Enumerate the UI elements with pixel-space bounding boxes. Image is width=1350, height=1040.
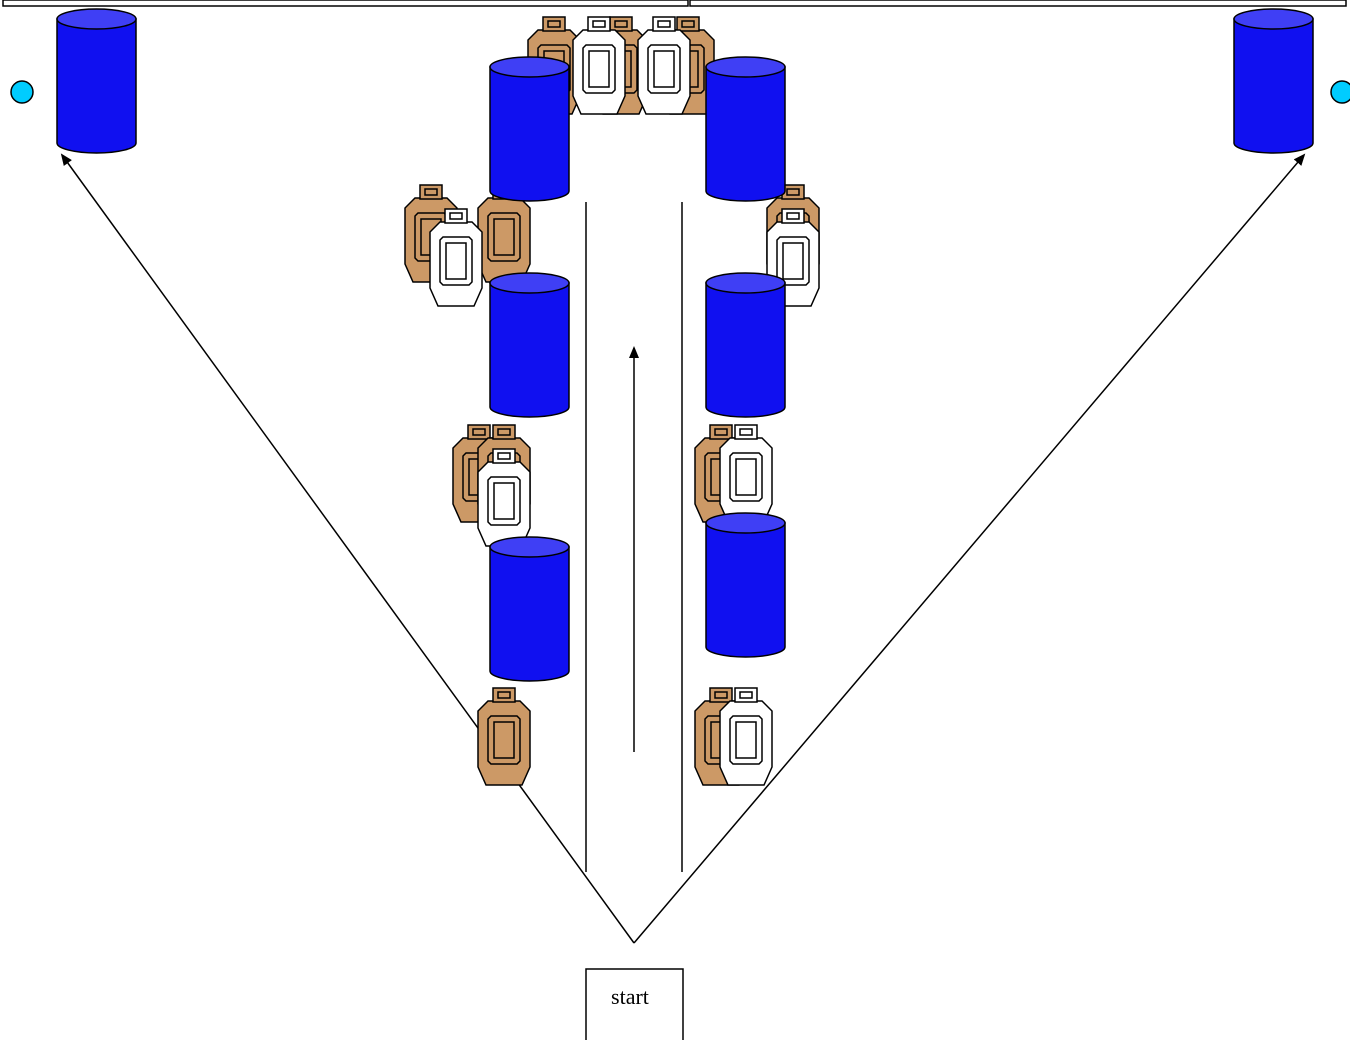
marker-circle-right <box>1330 80 1350 104</box>
props-layer <box>56 8 1314 786</box>
barrel-low-right <box>705 512 786 658</box>
target-tan <box>477 687 531 786</box>
barrel-top-right <box>705 56 786 202</box>
target-white <box>719 687 773 786</box>
barrel-low-left <box>489 536 570 682</box>
path-line-right <box>633 153 1306 944</box>
top-frame <box>2 0 1347 7</box>
start-label: start <box>611 984 649 1009</box>
target-white <box>637 16 691 115</box>
barrel-mid-left <box>489 272 570 418</box>
barrel-far-left <box>56 8 137 154</box>
target-white <box>477 448 531 547</box>
marker-circle-left <box>10 80 34 104</box>
path-line-left <box>60 153 635 944</box>
target-white <box>429 208 483 307</box>
target-white <box>719 424 773 523</box>
target-white <box>572 16 626 115</box>
barrel-top-left <box>489 56 570 202</box>
barrel-mid-right <box>705 272 786 418</box>
barrel-far-right <box>1233 8 1314 154</box>
start-box[interactable]: start <box>585 968 684 1040</box>
